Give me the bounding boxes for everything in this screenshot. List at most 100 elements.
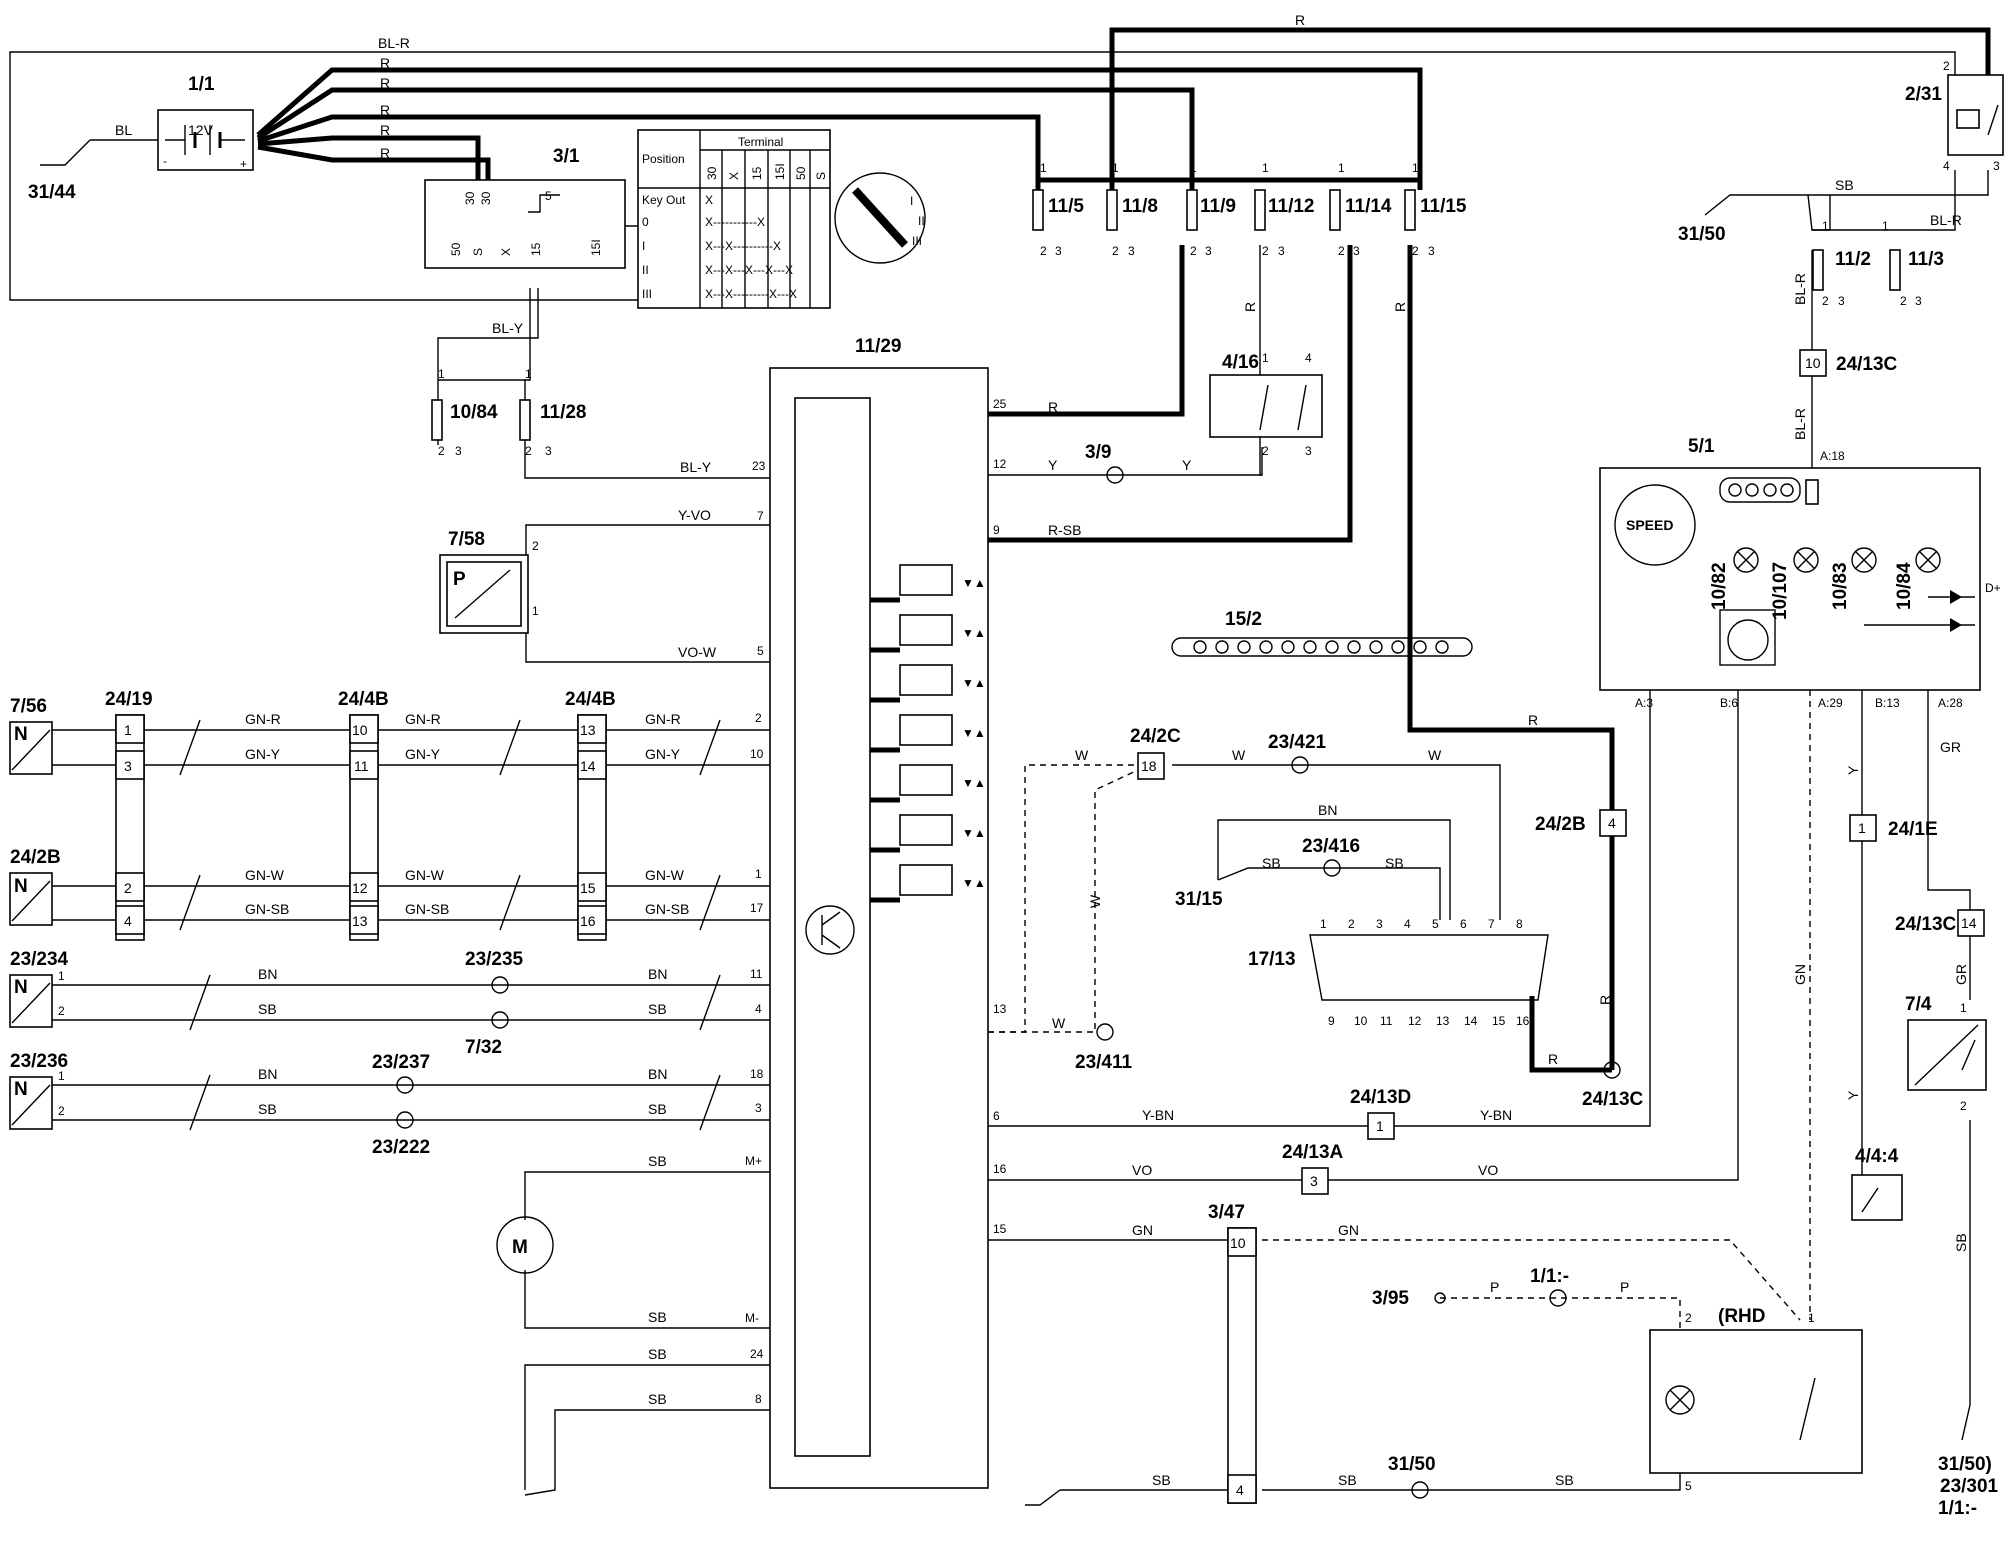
svg-text:GN-W: GN-W — [405, 867, 445, 883]
svg-text:2: 2 — [1685, 1311, 1692, 1325]
svg-text:5: 5 — [545, 189, 552, 203]
label-23-234: 23/235 — [465, 949, 524, 970]
wire-sb-24 — [524, 1364, 770, 1490]
label-11-28: 10/84 — [450, 402, 498, 423]
svg-text:2: 2 — [124, 880, 132, 896]
svg-text:R: R — [1048, 399, 1058, 415]
svg-text:SB: SB — [258, 1001, 277, 1017]
svg-text:4: 4 — [1943, 159, 1950, 173]
svg-text:Y: Y — [1182, 457, 1192, 473]
label-11-12: 11/12 — [1268, 196, 1315, 217]
svg-text:5: 5 — [1432, 917, 1439, 931]
svg-text:3: 3 — [1376, 917, 1383, 931]
svg-text:3: 3 — [455, 444, 462, 458]
ground-31-44 — [40, 139, 91, 166]
svg-text:BL-R: BL-R — [1930, 212, 1962, 228]
svg-text:B:6: B:6 — [1720, 696, 1738, 710]
svg-text:GN-W: GN-W — [645, 867, 685, 883]
svg-text:3: 3 — [755, 1101, 762, 1115]
svg-text:M-: M- — [745, 1311, 759, 1325]
label-23-236: 23/237 — [372, 1052, 430, 1073]
reference-labels: 3/95 31/50) 23/301 1/1:- — [1025, 1288, 1999, 1519]
svg-text:3: 3 — [1278, 244, 1285, 258]
label-11-8: 11/8 — [1122, 196, 1158, 217]
svg-text:VO-W: VO-W — [678, 644, 717, 660]
svg-text:A:29: A:29 — [1818, 696, 1843, 710]
label-31-50a: 31/50 — [1678, 224, 1726, 245]
label-24-13c-mid: 24/13D — [1350, 1087, 1411, 1108]
svg-text:4: 4 — [1305, 351, 1312, 365]
relay-2-31: 2/31 2 4 3 31/50 — [1678, 59, 2004, 245]
wire-sb-mm — [524, 1270, 770, 1329]
svg-text:SB: SB — [1555, 1472, 1574, 1488]
speed-sensors: N 7/56 N 24/2B N 23/234 1 2 N 23/236 1 2 — [9, 696, 69, 1130]
svg-text:B:13: B:13 — [1875, 696, 1900, 710]
wire-w-dash-b — [988, 769, 1139, 1033]
svg-text:6: 6 — [1460, 917, 1467, 931]
wire-w-dash-a — [988, 764, 1138, 1033]
wire-w-421 — [1172, 764, 1501, 920]
svg-text:SB: SB — [1953, 1233, 1969, 1252]
svg-text:1: 1 — [755, 867, 762, 881]
label-23-411: 24/13C — [1582, 1089, 1644, 1110]
svg-text:7: 7 — [1488, 917, 1495, 931]
svg-text:9: 9 — [993, 523, 1000, 537]
svg-text:2: 2 — [438, 444, 445, 458]
instrument-cluster: SPEED 5/1 10/82 10/107 10/83 10/84 A:18 … — [1599, 436, 2001, 710]
svg-text:1: 1 — [525, 367, 532, 381]
label-23-301: 31/50 — [1388, 1454, 1436, 1475]
svg-text:30: 30 — [479, 191, 493, 205]
label-1-1-rhd-b: 23/301 — [1940, 1476, 1999, 1497]
svg-text:2: 2 — [1262, 444, 1269, 458]
svg-text:BN: BN — [648, 1066, 667, 1082]
svg-text:GR: GR — [1940, 739, 1961, 755]
svg-text:2: 2 — [1348, 917, 1355, 931]
svg-text:SB: SB — [648, 1391, 667, 1407]
svg-text:5: 5 — [757, 644, 764, 658]
label-11-29: 11/28 — [540, 402, 587, 423]
wire-r-5 — [257, 144, 491, 180]
wire-bl-r-2-31 — [1812, 170, 1956, 231]
svg-text:GN: GN — [1792, 964, 1808, 985]
svg-text:8: 8 — [755, 1392, 762, 1406]
svg-text:2: 2 — [1822, 294, 1829, 308]
svg-text:15: 15 — [580, 880, 596, 896]
svg-text:▼▲: ▼▲ — [962, 676, 986, 690]
label-24-2b-right: 24/2B — [1535, 814, 1586, 835]
label-2-31: 2/31 — [1905, 84, 1942, 105]
label-23-421: 23/421 — [1268, 732, 1327, 753]
svg-text:GN: GN — [1132, 1222, 1153, 1238]
svg-text:X: X — [727, 172, 741, 180]
connector-boxes: 18 24/2C 4 24/2B 1 24/1E 14 24/13C 1 24/… — [1130, 726, 1985, 1504]
svg-text:GN-SB: GN-SB — [645, 901, 689, 917]
svg-text:SB: SB — [648, 1001, 667, 1017]
wire-vo — [988, 690, 1739, 1181]
svg-text:12: 12 — [1408, 1014, 1422, 1028]
label-23-222: 23/411 — [1075, 1052, 1132, 1073]
svg-text:GN-R: GN-R — [245, 711, 281, 727]
svg-text:Y-BN: Y-BN — [1142, 1107, 1174, 1123]
svg-text:X---X---X---X---X: X---X---X---X---X — [705, 263, 793, 277]
motor: M — [496, 1216, 554, 1274]
wire-r-2 — [256, 87, 1195, 190]
svg-text:12: 12 — [993, 457, 1007, 471]
svg-text:P: P — [1490, 1279, 1499, 1295]
wire-sb-231 — [1704, 170, 1989, 216]
svg-text:14: 14 — [1464, 1014, 1478, 1028]
svg-text:M: M — [512, 1237, 528, 1258]
svg-text:R: R — [1548, 1051, 1558, 1067]
svg-text:2: 2 — [1943, 59, 1950, 73]
svg-text:1: 1 — [124, 722, 132, 738]
svg-text:BN: BN — [258, 966, 277, 982]
svg-text:SB: SB — [1835, 177, 1854, 193]
label-5-1: 5/1 — [1688, 436, 1715, 457]
wire-bn-obd — [1217, 819, 1451, 920]
svg-text:7: 7 — [757, 509, 764, 523]
svg-text:▼▲: ▼▲ — [962, 576, 986, 590]
wire-bl-y-2 — [524, 288, 770, 479]
svg-text:1: 1 — [1262, 161, 1269, 175]
svg-text:1: 1 — [438, 367, 445, 381]
label-7-4: 7/4 — [1905, 994, 1932, 1015]
svg-text:1: 1 — [532, 604, 539, 618]
svg-text:2: 2 — [1412, 244, 1419, 258]
